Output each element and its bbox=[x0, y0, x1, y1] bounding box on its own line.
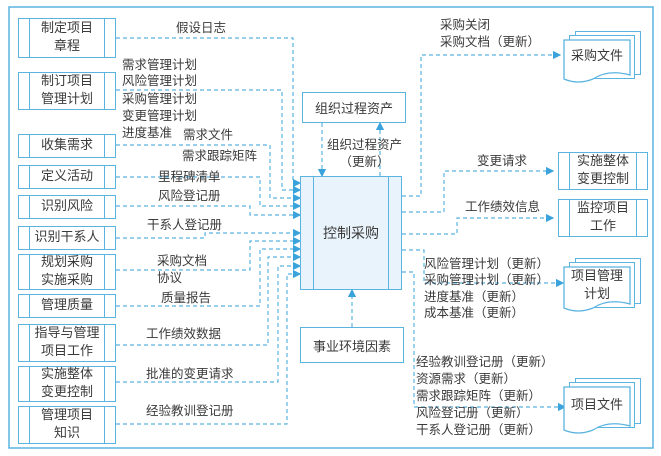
label-risk-plan-updates: 风险管理计划（更新） bbox=[424, 256, 550, 271]
target-label: 监控项目 工作 bbox=[576, 201, 629, 234]
org-assets-label: 组织过程资产 bbox=[314, 102, 393, 117]
process-label: 识别干系人 bbox=[34, 230, 100, 245]
enterprise-factors-box: 事业环境因素 bbox=[300, 327, 404, 363]
target-monitor-control-work: 监控项目 工作 bbox=[558, 199, 648, 237]
label-lessons-register: 经验教训登记册 bbox=[146, 403, 234, 418]
label-procurement-closure: 采购关闭 bbox=[440, 17, 491, 32]
label-milestone-list: 里程碑清单 bbox=[158, 169, 221, 184]
wire-quality bbox=[116, 244, 302, 307]
label-proc-plan-updates: 采购管理计划（更新） bbox=[424, 272, 550, 287]
process-manage-quality: 管理质量 bbox=[18, 294, 116, 318]
label-req-trace-updates: 需求跟踪矩阵（更新） bbox=[416, 388, 542, 403]
label-procurement-docs: 采购文档 bbox=[157, 253, 208, 268]
wire-assumption-log bbox=[116, 37, 302, 188]
wire-out-workinfo bbox=[402, 213, 555, 235]
label-proc-mgmt-plan: 采购管理计划 bbox=[122, 91, 198, 106]
process-label: 实施整体 变更控制 bbox=[40, 367, 93, 400]
wire-mgmt-plan bbox=[116, 89, 302, 195]
wire-work-data bbox=[116, 252, 302, 346]
process-develop-charter: 制定项目 章程 bbox=[18, 18, 116, 58]
wire-stakeholder bbox=[116, 228, 302, 239]
doc-label: 项目管理 计划 bbox=[570, 269, 623, 302]
process-collect-requirements: 收集需求 bbox=[18, 134, 116, 158]
label-procurement-docs-updates: 采购文档（更新） bbox=[440, 34, 541, 49]
wire-out-change bbox=[402, 166, 555, 213]
enterprise-factors-label: 事业环境因素 bbox=[312, 339, 391, 355]
wire-requirements bbox=[116, 144, 302, 203]
process-label: 指导与管理 项目工作 bbox=[34, 326, 100, 359]
process-label: 定义活动 bbox=[40, 169, 93, 184]
label-req-mgmt-plan: 需求管理计划 bbox=[122, 57, 198, 72]
wire-risk-register bbox=[116, 205, 302, 220]
central-process-label: 控制采购 bbox=[323, 226, 379, 242]
process-identify-stakeholders: 识别干系人 bbox=[18, 226, 116, 250]
doc-procurement-documents: 采购文件 bbox=[563, 31, 643, 85]
label-risk-register-updates: 风险登记册（更新） bbox=[416, 405, 529, 420]
label-work-perf-data: 工作绩效数据 bbox=[146, 326, 222, 341]
doc-project-mgmt-plan: 项目管理 计划 bbox=[563, 258, 643, 316]
label-cost-baseline-updates: 成本基准（更新） bbox=[424, 305, 525, 320]
label-approved-change: 批准的变更请求 bbox=[146, 366, 234, 381]
process-integrated-change-control: 实施整体 变更控制 bbox=[18, 366, 116, 402]
target-integrated-change-control: 实施整体 变更控制 bbox=[558, 152, 648, 190]
process-develop-mgmt-plan: 制订项目 管理计划 bbox=[18, 72, 116, 110]
label-schedule-baseline-updates: 进度基准（更新） bbox=[424, 289, 525, 304]
label-schedule-baseline: 进度基准 bbox=[122, 125, 173, 140]
process-identify-risks: 识别风险 bbox=[18, 195, 116, 219]
wire-procurement-docs bbox=[116, 236, 302, 271]
target-label: 实施整体 变更控制 bbox=[576, 154, 629, 187]
label-assumption-log: 假设日志 bbox=[176, 20, 227, 35]
label-work-perf-info: 工作绩效信息 bbox=[465, 199, 541, 214]
label-risk-register: 风险登记册 bbox=[158, 188, 221, 203]
wire-out-procdocs bbox=[402, 50, 562, 197]
process-plan-conduct-procurement: 规划采购 实施采购 bbox=[18, 254, 116, 290]
process-manage-knowledge: 管理项目 知识 bbox=[18, 406, 116, 444]
doc-label: 采购文件 bbox=[570, 49, 623, 64]
central-process-control-procurements: 控制采购 bbox=[300, 176, 402, 290]
doc-project-documents: 项目文件 bbox=[563, 378, 643, 438]
org-process-assets-box: 组织过程资产 bbox=[302, 92, 406, 123]
label-stakeholder-register: 干系人登记册 bbox=[147, 217, 223, 232]
label-agreements: 协议 bbox=[157, 270, 183, 285]
process-label: 管理项目 知识 bbox=[40, 408, 93, 441]
label-stakeholder-register-updates: 干系人登记册（更新） bbox=[416, 422, 542, 437]
process-label: 制订项目 管理计划 bbox=[40, 74, 93, 107]
label-quality-reports: 质量报告 bbox=[161, 290, 212, 305]
label-change-mgmt-plan: 变更管理计划 bbox=[122, 108, 198, 123]
process-label: 制定项目 章程 bbox=[40, 21, 93, 54]
label-requirements-doc: 需求文件 bbox=[183, 127, 234, 142]
wire-milestone bbox=[116, 176, 302, 211]
process-label: 识别风险 bbox=[40, 199, 93, 214]
label-change-requests: 变更请求 bbox=[477, 153, 528, 168]
process-label: 管理质量 bbox=[40, 298, 93, 313]
process-define-activities: 定义活动 bbox=[18, 165, 116, 189]
process-direct-manage-work: 指导与管理 项目工作 bbox=[18, 324, 116, 362]
wire-out-plan bbox=[402, 249, 565, 288]
process-label: 规划采购 实施采购 bbox=[40, 255, 93, 288]
label-req-trace-matrix: 需求跟踪矩阵 bbox=[182, 148, 258, 163]
doc-label: 项目文件 bbox=[570, 398, 623, 413]
wire-change-approved bbox=[116, 261, 302, 383]
process-label: 收集需求 bbox=[40, 138, 93, 153]
label-resource-req-updates: 资源需求（更新） bbox=[416, 371, 517, 386]
wire-lessons bbox=[116, 269, 302, 425]
label-opa-updates: 组织过程资产 （更新） bbox=[327, 137, 403, 169]
label-risk-mgmt-plan: 风险管理计划 bbox=[122, 73, 198, 88]
diagram-frame bbox=[8, 6, 654, 449]
label-lessons-updates: 经验教训登记册（更新） bbox=[416, 354, 554, 369]
wire-out-docs bbox=[402, 271, 567, 412]
